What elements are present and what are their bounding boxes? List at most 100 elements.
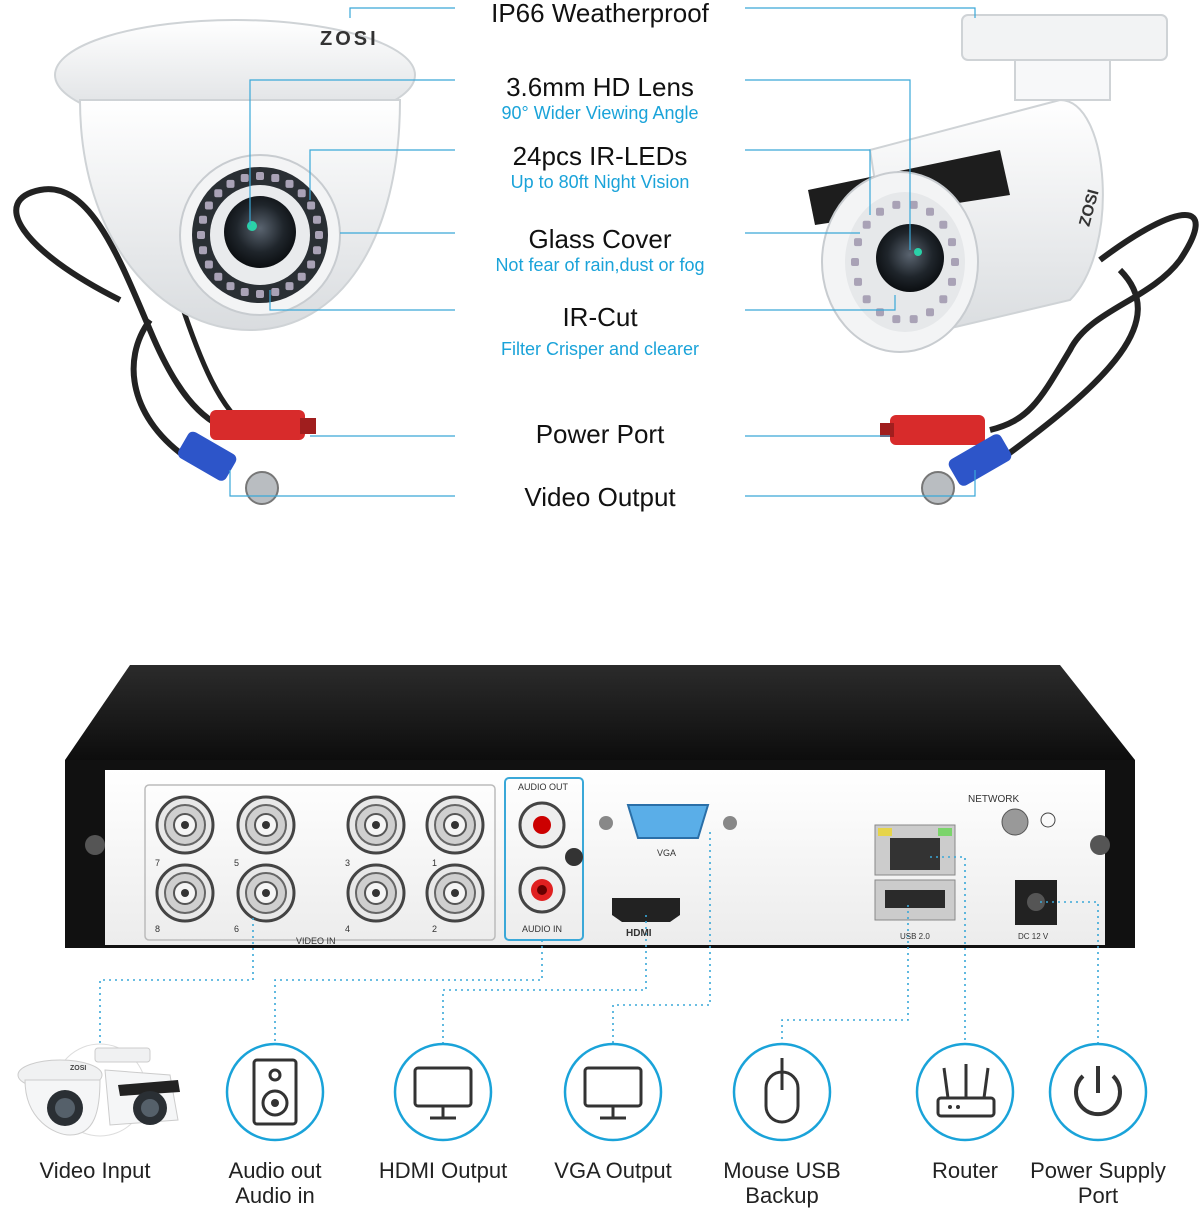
- feature-title: Power Port: [535, 419, 665, 449]
- ir-led: [197, 231, 205, 239]
- ir-led: [307, 201, 316, 210]
- bnc-port: [425, 863, 485, 923]
- svg-text:ZOSI: ZOSI: [70, 1065, 86, 1072]
- ir-led: [271, 287, 280, 296]
- channel-number: 8: [155, 924, 160, 934]
- ir-led: [214, 189, 223, 198]
- monitor-icon: [393, 1042, 493, 1142]
- mouse-icon: [732, 1042, 832, 1142]
- vga-label: VGA: [657, 848, 676, 858]
- connection-icons: ZOSI: [17, 1042, 1148, 1142]
- dvr-labels: VIDEO IN AUDIO OUT AUDIO IN VGA HDMI NET…: [155, 782, 1049, 946]
- feature-subtitle: Filter Crisper and clearer: [500, 339, 700, 359]
- video-in-label: VIDEO IN: [296, 936, 336, 946]
- connection-label-line: Port: [1077, 1183, 1119, 1208]
- feature-glass-cover: Glass Cover Not fear of rain,dust or fog: [420, 224, 780, 276]
- ir-led: [240, 287, 249, 296]
- bnc-port: [425, 795, 485, 855]
- feature-title: Video Output: [524, 482, 676, 512]
- connection-label-line: Video Input: [39, 1158, 151, 1183]
- feature-title: 3.6mm HD Lens: [506, 72, 694, 102]
- ir-led: [892, 315, 901, 324]
- channel-number: 2: [432, 924, 437, 934]
- feature-weatherproof: IP66 Weatherproof: [420, 0, 780, 28]
- ir-led: [851, 258, 859, 266]
- router-icon: [915, 1042, 1015, 1142]
- ir-led: [256, 172, 264, 180]
- audio-out-label: AUDIO OUT: [518, 782, 569, 792]
- ir-led: [312, 215, 321, 224]
- connection-label-line: Backup: [745, 1183, 819, 1208]
- connection-label-power: Power Supply Port: [1003, 1158, 1193, 1208]
- feature-subtitle: Not fear of rain,dust or fog: [495, 255, 705, 275]
- connection-label-hdmi: HDMI Output: [348, 1158, 538, 1183]
- connection-label-line: Audio out: [228, 1158, 322, 1183]
- ir-led: [926, 207, 934, 216]
- ir-led: [315, 231, 323, 239]
- monitor-icon: [563, 1042, 663, 1142]
- channel-number: 1: [432, 858, 437, 868]
- bnc-port: [236, 795, 296, 855]
- ir-led: [226, 282, 235, 291]
- ir-led: [951, 258, 959, 266]
- feature-title: 24pcs IR-LEDs: [512, 141, 688, 171]
- feature-subtitle: Up to 80ft Night Vision: [510, 172, 690, 192]
- dome-brand-logo: ZOSI: [320, 28, 379, 50]
- ir-led: [307, 260, 316, 269]
- ir-led: [199, 246, 208, 255]
- bnc-port: [346, 795, 406, 855]
- ir-led: [909, 200, 918, 209]
- ir-led: [285, 282, 294, 291]
- dome-camera: ZOSI: [13, 19, 416, 505]
- feature-ir-leds: 24pcs IR-LEDs Up to 80ft Night Vision: [420, 141, 780, 193]
- ir-led-ring: [197, 172, 959, 324]
- cameras-icon: ZOSI: [17, 1043, 180, 1137]
- channel-number: 3: [345, 858, 350, 868]
- channel-number: 7: [155, 858, 160, 868]
- bnc-port: [236, 863, 296, 923]
- feature-lens: 3.6mm HD Lens 90° Wider Viewing Angle: [420, 72, 780, 124]
- ir-led: [892, 200, 901, 209]
- channel-number: 4: [345, 924, 350, 934]
- connection-label-video-input: Video Input: [0, 1158, 190, 1183]
- feature-title: IP66 Weatherproof: [491, 0, 709, 28]
- bnc-port: [155, 795, 215, 855]
- connection-label-line: HDMI Output: [378, 1158, 508, 1183]
- ir-led: [947, 238, 956, 247]
- ir-led: [256, 290, 264, 298]
- channel-number: 6: [234, 924, 239, 934]
- feature-title: IR-Cut: [562, 302, 638, 332]
- feature-ir-cut: IR-Cut Filter Crisper and clearer: [420, 302, 780, 360]
- connection-label-line: Router: [931, 1158, 999, 1183]
- network-label: NETWORK: [968, 794, 1019, 805]
- connection-label-line: Mouse USB: [723, 1158, 841, 1183]
- feature-power-port: Power Port: [420, 419, 780, 449]
- ir-led: [876, 207, 884, 216]
- ir-led: [297, 189, 306, 198]
- ir-led: [862, 220, 871, 229]
- ir-led: [947, 277, 956, 286]
- bnc-port: [346, 863, 406, 923]
- ir-led: [854, 238, 863, 247]
- hdmi-label: HDMI: [626, 928, 652, 939]
- ir-led: [854, 277, 863, 286]
- speaker-icon: [225, 1042, 325, 1142]
- bullet-camera: ZOSI: [808, 14, 1199, 505]
- connection-label-line: Power Supply: [1030, 1158, 1166, 1183]
- bnc-port: [155, 863, 215, 923]
- ir-led: [226, 179, 235, 188]
- ir-led: [939, 295, 948, 304]
- feature-subtitle: 90° Wider Viewing Angle: [501, 103, 699, 123]
- usb-label: USB 2.0: [900, 932, 930, 941]
- ir-led: [204, 201, 213, 210]
- callout-lines: [229, 7, 976, 497]
- connection-label-router: Router: [870, 1158, 1060, 1183]
- ir-led: [926, 308, 934, 317]
- ir-led: [297, 272, 306, 281]
- power-icon: [1048, 1042, 1148, 1142]
- ir-led: [285, 179, 294, 188]
- ir-led: [862, 295, 871, 304]
- connector-lines: [99, 832, 1099, 1045]
